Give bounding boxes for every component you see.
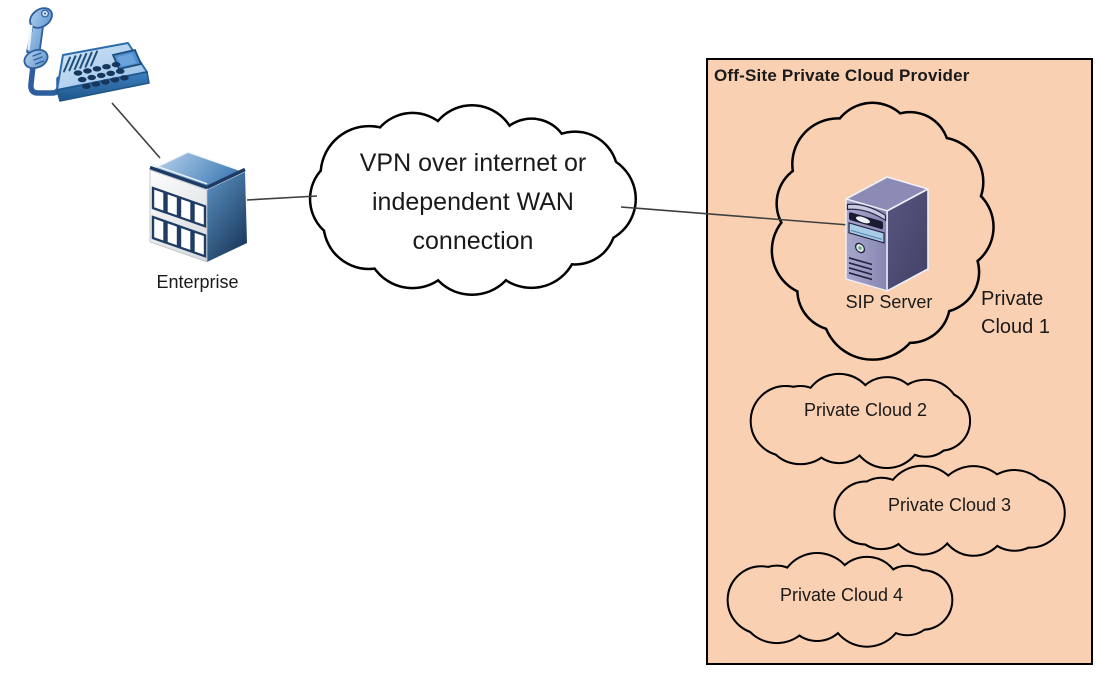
building-front-face	[149, 169, 208, 263]
private-cloud-1-label-line-2: Cloud 1	[981, 316, 1050, 338]
private-cloud-4-label: Private Cloud 4	[779, 585, 904, 605]
sip-server-label: SIP Server	[845, 292, 933, 312]
server-tower-icon	[845, 176, 929, 292]
phone-handset	[23, 7, 53, 70]
vpn-label-line-2: independent WAN	[372, 188, 574, 216]
private-cloud-3-label: Private Cloud 3	[887, 495, 1012, 515]
private-cloud-1-label: Private Cloud 1	[981, 285, 1050, 341]
phone-keypad	[73, 61, 129, 89]
provider-box-title: Off-Site Private Cloud Provider	[714, 66, 970, 85]
private-cloud-1-label-line-1: Private	[981, 288, 1044, 310]
enterprise-building-icon	[149, 151, 247, 263]
vpn-label-line-1: VPN over internet or	[359, 149, 587, 177]
phone-speaker-grill	[63, 50, 98, 73]
server-front-face	[845, 198, 888, 292]
private-cloud-2-label: Private Cloud 2	[803, 400, 928, 420]
connector-vpn-sipserver	[620, 206, 850, 226]
connector-phone-enterprise	[111, 102, 161, 159]
vpn-cloud-shape	[308, 104, 638, 297]
enterprise-label: Enterprise	[156, 272, 239, 292]
building-windows	[151, 186, 207, 258]
private-cloud-2-shape	[749, 372, 972, 469]
private-cloud-3-shape	[833, 464, 1066, 557]
server-vents	[849, 257, 872, 281]
connector-enterprise-vpn	[246, 195, 318, 201]
phone-cord	[28, 63, 62, 96]
desk-phone-icon	[23, 7, 150, 102]
private-cloud-4-shape	[726, 552, 954, 648]
vpn-label-line-3: connection	[412, 227, 534, 255]
vpn-cloud-label: VPN over internet or independent WAN con…	[327, 144, 619, 261]
